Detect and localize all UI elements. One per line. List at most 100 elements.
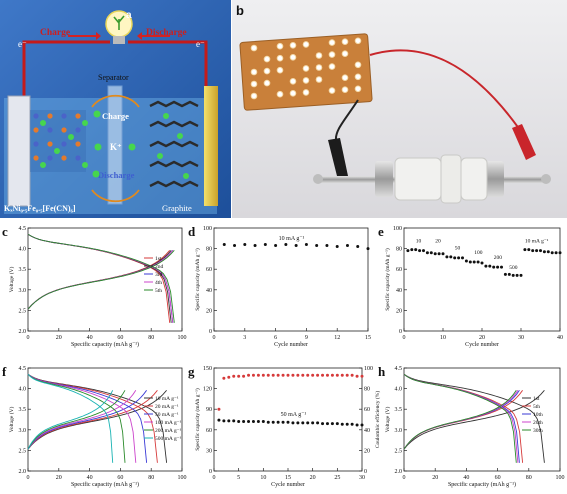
led-light	[250, 80, 258, 88]
led-light	[315, 52, 323, 59]
led-light	[328, 51, 336, 58]
swagelok-cell-left	[394, 157, 442, 201]
efficiency-point	[237, 374, 241, 378]
x-tick-label: 15	[285, 475, 291, 481]
capacity-point	[554, 251, 558, 255]
capacity-point	[271, 420, 275, 424]
led-light	[354, 85, 362, 93]
efficiency-point	[242, 374, 246, 378]
led-light	[250, 68, 258, 76]
x-tick-label: 10	[440, 335, 446, 341]
y-axis-label: Specific capacity (mAh g⁻¹)	[384, 248, 391, 311]
y2-tick-label: 60	[364, 407, 370, 413]
led-light	[263, 55, 271, 63]
k-ion-icon	[92, 170, 100, 178]
capacity-point	[291, 421, 295, 425]
efficiency-point	[355, 374, 359, 378]
efficiency-point	[266, 373, 270, 377]
capacity-point	[355, 423, 359, 427]
x-tick-label: 60	[117, 335, 123, 341]
capacity-point	[500, 265, 503, 269]
y-tick-label: 150	[203, 366, 212, 372]
discharge-inner-label: Discharge	[98, 170, 135, 180]
legend-label: 50 mA g⁻¹	[155, 412, 179, 418]
led-light	[289, 90, 297, 97]
plot-frame	[27, 227, 183, 332]
rate-label: 10	[416, 238, 422, 244]
led-light	[302, 89, 310, 96]
y-tick-label: 4.0	[395, 387, 403, 393]
y-tick-label: 3.0	[19, 428, 27, 434]
capacity-point	[232, 419, 236, 423]
y2-axis-label: Coulombic efficiency (%)	[374, 391, 381, 448]
y2-tick-label: 80	[364, 387, 370, 393]
capacity-point	[472, 260, 476, 264]
discharge-curve-2	[403, 373, 524, 463]
k-ion-icon	[68, 134, 74, 140]
efficiency-point	[281, 373, 285, 377]
discharge-curve-3	[27, 233, 174, 323]
plot-frame	[27, 367, 183, 472]
legend-label: 2nd	[155, 264, 164, 270]
y2-tick-label: 100	[364, 366, 373, 372]
efficiency-point	[360, 374, 364, 378]
capacity-point	[414, 248, 418, 252]
capacity-point	[476, 260, 480, 264]
led-light	[328, 39, 336, 46]
efficiency-point	[325, 373, 329, 377]
led-array	[250, 37, 362, 100]
metal-nut-left	[375, 161, 393, 197]
x-axis-label: Cycle number	[274, 342, 308, 348]
led-light	[276, 54, 284, 62]
separator	[107, 85, 123, 205]
capacity-point	[523, 248, 527, 252]
crystal-node	[61, 113, 67, 119]
plot-frame	[403, 367, 561, 472]
legend-label: 10 mA g⁻¹	[155, 396, 179, 402]
discharge-arrowhead-icon	[137, 32, 142, 40]
capacity-point	[488, 264, 492, 268]
rate-annotation: 50 mA g⁻¹	[281, 412, 307, 418]
cathode-crystal	[30, 110, 88, 172]
y-tick-label: 4.5	[395, 366, 403, 372]
y-tick-label: 100	[203, 226, 212, 232]
crystal-node	[33, 155, 39, 161]
x-tick-label: 100	[556, 475, 565, 481]
rate-annotation: 10 mA g⁻¹	[279, 236, 305, 242]
x-tick-label: 80	[526, 475, 532, 481]
legend-label: 20th	[533, 420, 543, 426]
efficiency-point	[247, 373, 251, 377]
capacity-point	[418, 249, 422, 253]
x-tick-label: 12	[334, 335, 340, 341]
y-tick-label: 2.0	[395, 469, 403, 475]
capacity-point	[217, 418, 221, 422]
crystal-node	[33, 113, 39, 119]
bulb-icon	[105, 10, 133, 44]
x-tick-label: 30	[518, 335, 524, 341]
y-tick-label: 0	[209, 329, 212, 335]
y-axis-label: Specific capacity (mAh g⁻¹)	[194, 248, 201, 311]
capacity-point	[304, 242, 308, 246]
electron-left-label: e⁻	[18, 39, 27, 49]
capacity-point	[492, 265, 496, 269]
discharge-curve-6	[27, 373, 114, 463]
capacity-point	[496, 265, 500, 269]
capacity-point	[503, 272, 507, 276]
discharge-curve-5	[27, 373, 126, 463]
panel-b: b	[232, 0, 567, 218]
rate-label: 100	[474, 250, 483, 256]
charge-curve-4	[27, 390, 137, 450]
x-axis-label: Cycle number	[465, 342, 499, 348]
y-tick-label: 3.5	[19, 267, 27, 273]
legend-label: 100 mA g⁻¹	[155, 420, 182, 426]
led-light	[315, 76, 323, 83]
black-clip-icon	[328, 138, 348, 180]
led-light	[302, 77, 310, 84]
k-ion-icon	[82, 120, 88, 126]
k-ion-icon	[40, 120, 46, 126]
charge-curve-1	[403, 390, 545, 450]
crystal-node	[33, 141, 39, 147]
efficiency-point	[261, 373, 265, 377]
graphite-layer	[149, 160, 199, 168]
